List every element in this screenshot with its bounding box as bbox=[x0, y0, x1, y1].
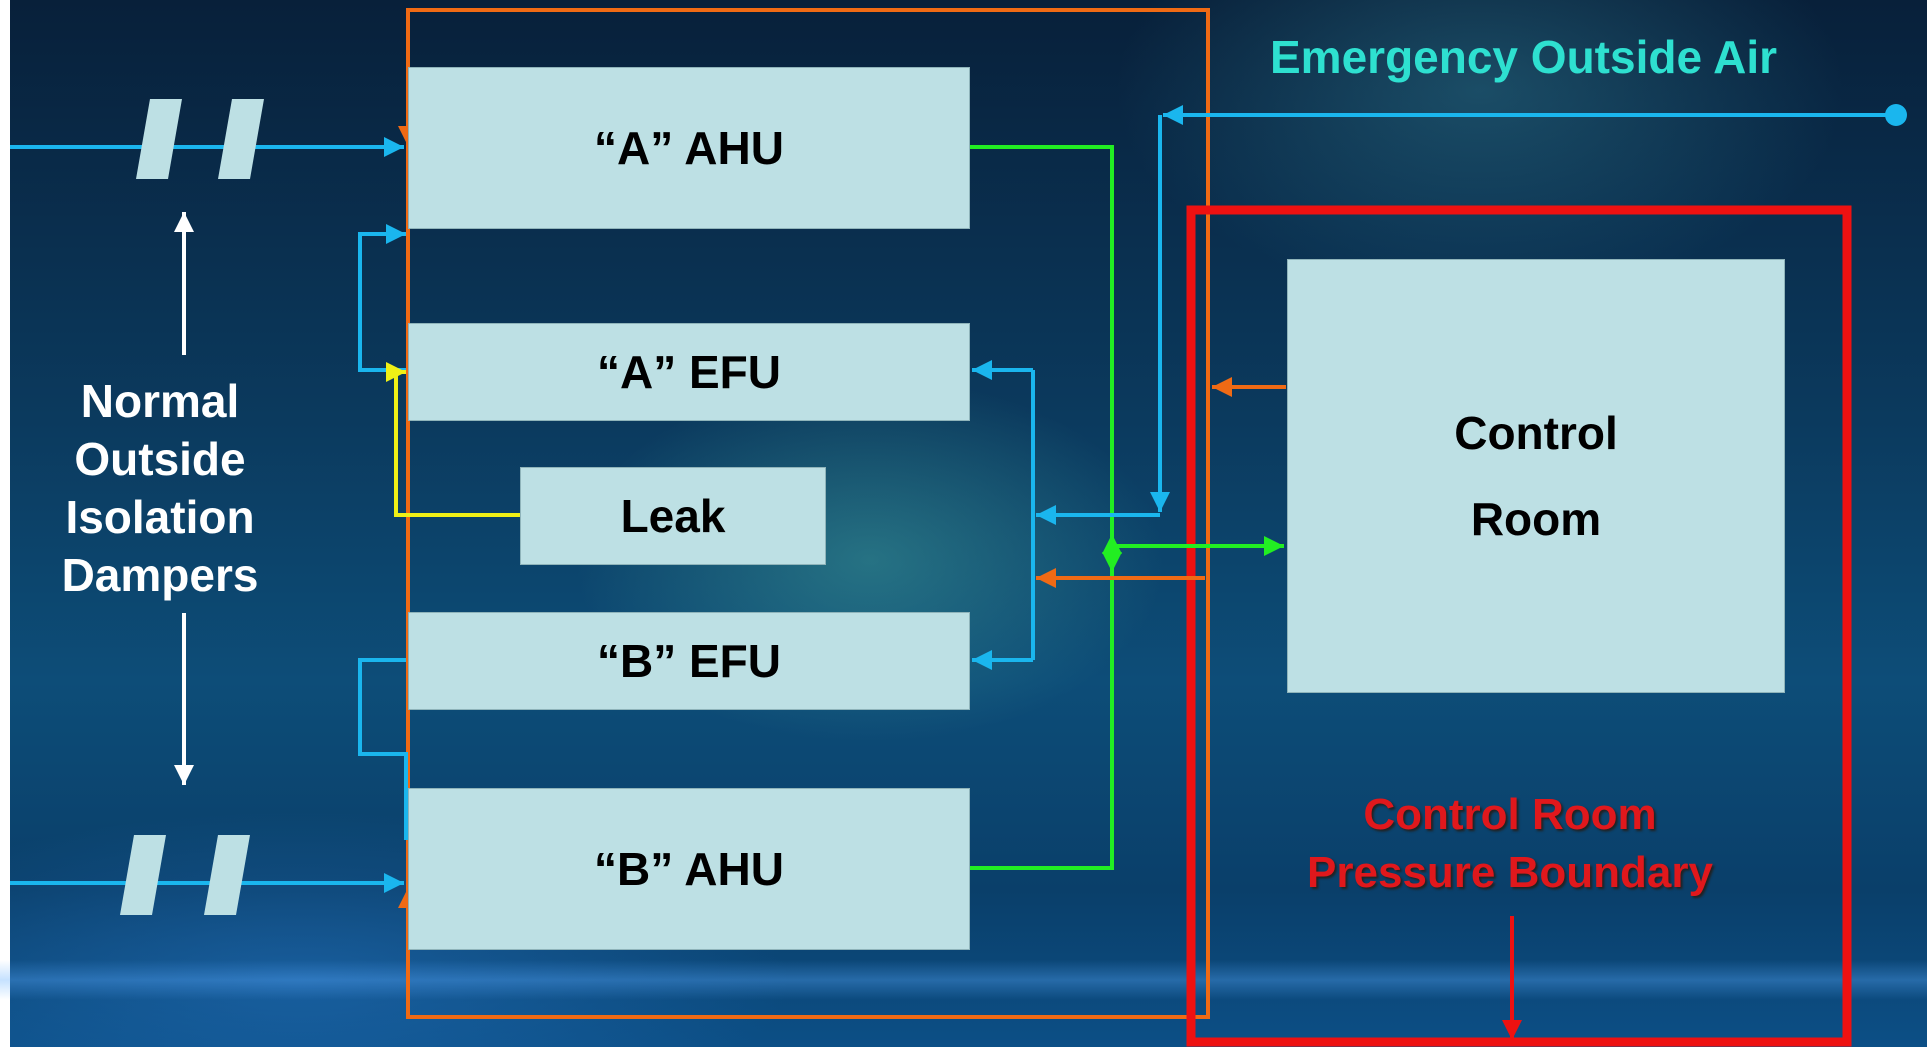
dampers-label-line: Outside bbox=[74, 433, 246, 485]
a-ahu-box: “A” AHU bbox=[408, 67, 970, 229]
pressure-boundary-label: Control Room Pressure Boundary bbox=[1250, 786, 1770, 902]
leak-label: Leak bbox=[620, 490, 726, 542]
b-efu-to-b-ahu-line bbox=[358, 658, 408, 840]
damper-icon bbox=[120, 835, 250, 915]
control-room-label-line2: Room bbox=[1470, 493, 1602, 545]
dampers-label-line: Normal bbox=[80, 375, 240, 427]
damper-icon bbox=[136, 99, 264, 179]
dampers-label-line: Dampers bbox=[61, 549, 259, 601]
a-efu-box: “A” EFU bbox=[408, 323, 970, 421]
pressure-boundary-label-line: Control Room bbox=[1363, 790, 1657, 839]
pressure-boundary-outline bbox=[1186, 205, 1852, 1047]
normal-outside-isolation-dampers-label: Normal Outside Isolation Dampers bbox=[40, 372, 280, 604]
b-ahu-label: “B” AHU bbox=[594, 843, 784, 895]
a-ahu-supply-line bbox=[968, 145, 1114, 870]
b-ahu-box: “B” AHU bbox=[408, 788, 970, 950]
dampers-label-line: Isolation bbox=[65, 491, 255, 543]
b-efu-box: “B” EFU bbox=[408, 612, 970, 710]
a-efu-label: “A” EFU bbox=[597, 346, 781, 398]
a-efu-to-a-ahu-line bbox=[358, 224, 406, 372]
control-room-box: Control Room bbox=[1287, 259, 1785, 693]
pressure-boundary-label-line: Pressure Boundary bbox=[1307, 848, 1713, 897]
control-room-label-line1: Control bbox=[1454, 407, 1618, 459]
a-ahu-label: “A” AHU bbox=[594, 122, 784, 174]
b-efu-label: “B” EFU bbox=[597, 635, 781, 687]
leak-box: Leak bbox=[520, 467, 826, 565]
emergency-outside-air-label: Emergency Outside Air bbox=[1270, 31, 1778, 83]
leak-line bbox=[386, 362, 520, 517]
